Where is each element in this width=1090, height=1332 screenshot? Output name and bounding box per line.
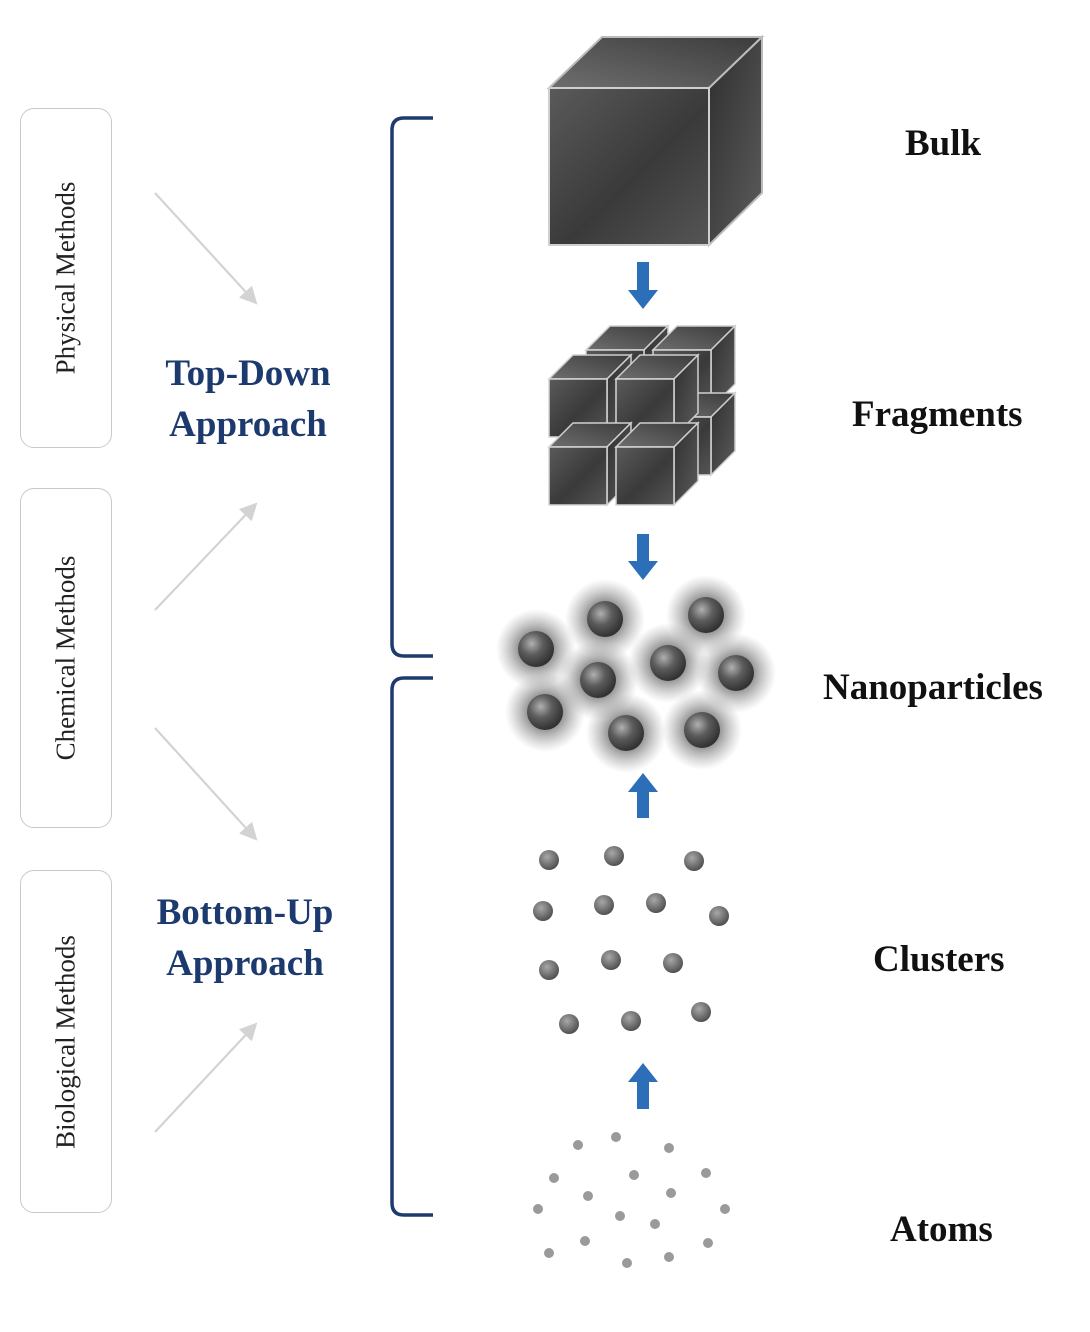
- nanoparticle: [580, 662, 616, 698]
- nanoparticle: [650, 645, 686, 681]
- clusters-image: [533, 846, 729, 1034]
- nanoparticles-label: Nanoparticles: [823, 667, 1043, 708]
- bottom-up-line1: Bottom-Up: [156, 892, 334, 933]
- arrow-down-fragments-to-nanoparticles: [628, 534, 658, 580]
- guide-arrows: [154, 192, 258, 1133]
- chemical-methods-label: Chemical Methods: [50, 555, 81, 761]
- atom: [650, 1219, 660, 1229]
- bottom-up-bracket: [390, 676, 433, 1217]
- guide-arrow-physical-to-topdown: [154, 192, 258, 305]
- cluster-particle: [646, 893, 666, 913]
- guide-arrow-chemical-to-bottomup: [154, 727, 258, 841]
- atom: [622, 1258, 632, 1268]
- arrow-up-atoms-to-clusters: [628, 1063, 658, 1109]
- fragments-cubes-image: [547, 324, 737, 507]
- nanoparticle: [718, 655, 754, 691]
- atom: [703, 1238, 713, 1248]
- biological-methods-box: Biological Methods: [20, 870, 112, 1213]
- atom: [664, 1252, 674, 1262]
- nanoparticle: [688, 597, 724, 633]
- cluster-particle: [709, 906, 729, 926]
- cluster-particle: [621, 1011, 641, 1031]
- nanoparticles-image: [496, 575, 776, 773]
- chemical-methods-box: Chemical Methods: [20, 488, 112, 828]
- atom: [583, 1191, 593, 1201]
- atom: [615, 1211, 625, 1221]
- atom: [720, 1204, 730, 1214]
- atoms-image: [533, 1132, 730, 1268]
- bulk-cube-image: [546, 34, 765, 248]
- arrow-down-bulk-to-fragments: [628, 262, 658, 309]
- cluster-particle: [601, 950, 621, 970]
- nanoparticle: [587, 601, 623, 637]
- arrow-up-clusters-to-nanoparticles: [628, 773, 658, 818]
- top-down-approach-label: Top-Down Approach: [123, 348, 373, 450]
- atom: [544, 1248, 554, 1258]
- blue-process-arrows: [628, 262, 658, 1109]
- cluster-particle: [684, 851, 704, 871]
- bottom-up-line2: Approach: [166, 943, 324, 984]
- atoms-label: Atoms: [890, 1209, 993, 1250]
- cluster-particle: [559, 1014, 579, 1034]
- atom: [701, 1168, 711, 1178]
- cluster-particle: [663, 953, 683, 973]
- nanoparticle: [684, 712, 720, 748]
- top-down-line2: Approach: [169, 404, 327, 445]
- biological-methods-label: Biological Methods: [50, 934, 81, 1149]
- nanoparticle: [518, 631, 554, 667]
- atom: [549, 1173, 559, 1183]
- guide-arrow-biological-to-bottomup: [154, 1022, 258, 1133]
- guide-arrow-chemical-to-topdown: [154, 502, 258, 611]
- fragment-cube: [614, 421, 700, 507]
- nanoparticle: [608, 715, 644, 751]
- nanoparticle: [527, 694, 563, 730]
- bottom-up-approach-label: Bottom-Up Approach: [120, 887, 370, 989]
- cluster-particle: [539, 960, 559, 980]
- clusters-label: Clusters: [873, 939, 1005, 980]
- atom: [573, 1140, 583, 1150]
- physical-methods-box: Physical Methods: [20, 108, 112, 448]
- cluster-particle: [691, 1002, 711, 1022]
- atom: [664, 1143, 674, 1153]
- cluster-particle: [594, 895, 614, 915]
- cluster-particle: [539, 850, 559, 870]
- bulk-label: Bulk: [905, 123, 982, 164]
- atom: [533, 1204, 543, 1214]
- physical-methods-label: Physical Methods: [50, 181, 81, 375]
- cluster-particle: [533, 901, 553, 921]
- cluster-particle: [604, 846, 624, 866]
- top-down-line1: Top-Down: [165, 353, 331, 394]
- atom: [666, 1188, 676, 1198]
- atom: [580, 1236, 590, 1246]
- fragment-cube: [614, 353, 700, 439]
- top-down-bracket: [390, 116, 433, 658]
- fragments-label: Fragments: [852, 394, 1023, 435]
- atom: [629, 1170, 639, 1180]
- atom: [611, 1132, 621, 1142]
